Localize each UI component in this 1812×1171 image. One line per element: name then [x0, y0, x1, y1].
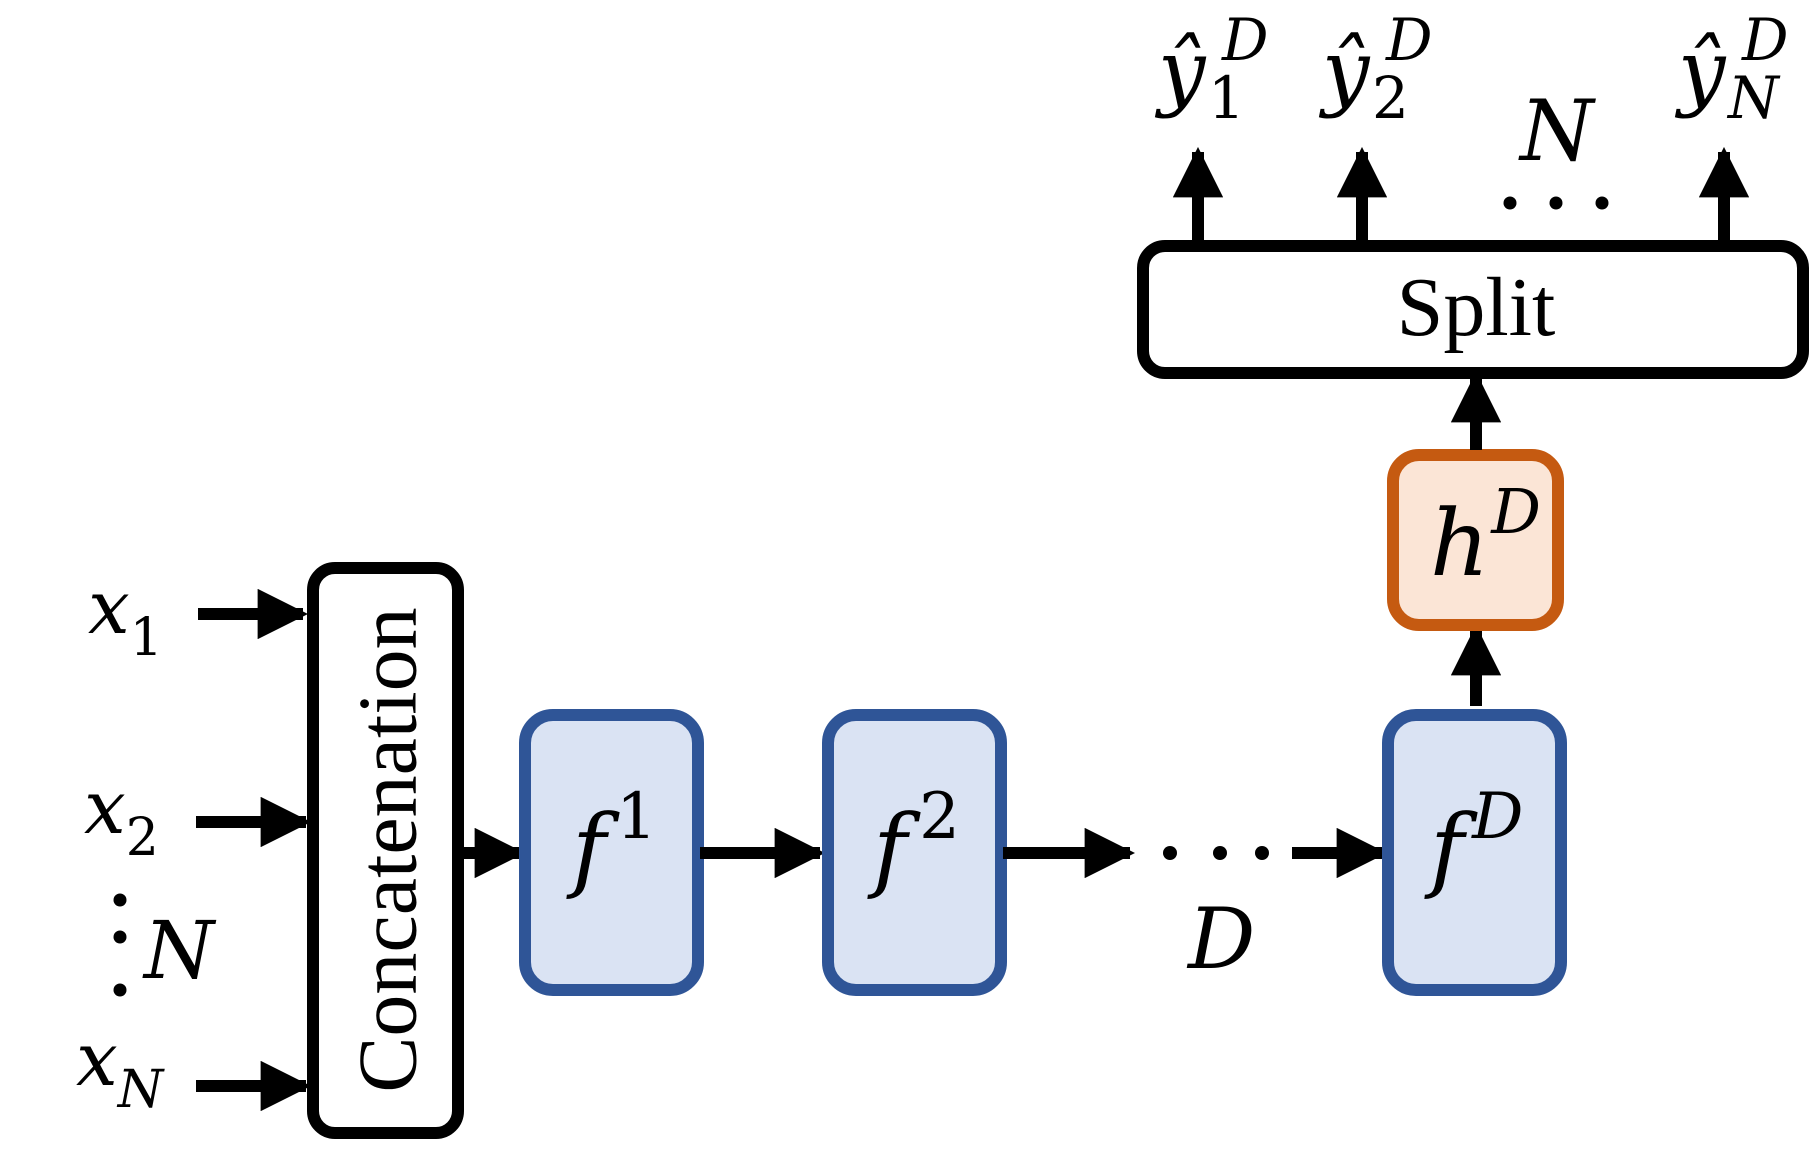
layer-block-f2	[822, 709, 1007, 996]
input-label-n: xN	[76, 1017, 165, 1120]
input-label-1: x1	[88, 565, 163, 668]
svg-text:2: 2	[1372, 64, 1409, 132]
svg-text:D: D	[1221, 6, 1269, 74]
depth-label: D	[1186, 890, 1255, 988]
svg-text:D: D	[1385, 6, 1433, 74]
svg-text:ŷ: ŷ	[1154, 22, 1207, 120]
input-label-2: x2	[84, 765, 159, 868]
hidden-label-hD: hD	[1430, 475, 1541, 597]
svg-text:ŷ: ŷ	[1318, 22, 1371, 120]
input-ellipsis	[113, 893, 127, 997]
output-label-1: ŷ D 1	[1154, 6, 1269, 132]
layer-block-fD	[1382, 709, 1567, 996]
hidden-block-hD	[1387, 449, 1564, 631]
layer-block-f1	[519, 709, 704, 996]
output-label-n: ŷ D N	[1674, 6, 1789, 132]
input-count-label: N	[142, 904, 217, 997]
output-label-2: ŷ D 2	[1318, 6, 1433, 132]
output-count-label: N	[1518, 82, 1596, 180]
svg-text:N: N	[1726, 64, 1781, 132]
depth-ellipsis	[1163, 846, 1269, 860]
split-block	[1137, 240, 1809, 379]
output-ellipsis	[1503, 196, 1609, 210]
svg-text:ŷ: ŷ	[1674, 22, 1727, 120]
svg-text:1: 1	[1208, 64, 1245, 132]
svg-text:D: D	[1741, 6, 1789, 74]
concatenation-block	[307, 562, 464, 1139]
concatenation-label: Concatenation	[342, 607, 435, 1092]
split-label: Split	[1397, 261, 1556, 354]
